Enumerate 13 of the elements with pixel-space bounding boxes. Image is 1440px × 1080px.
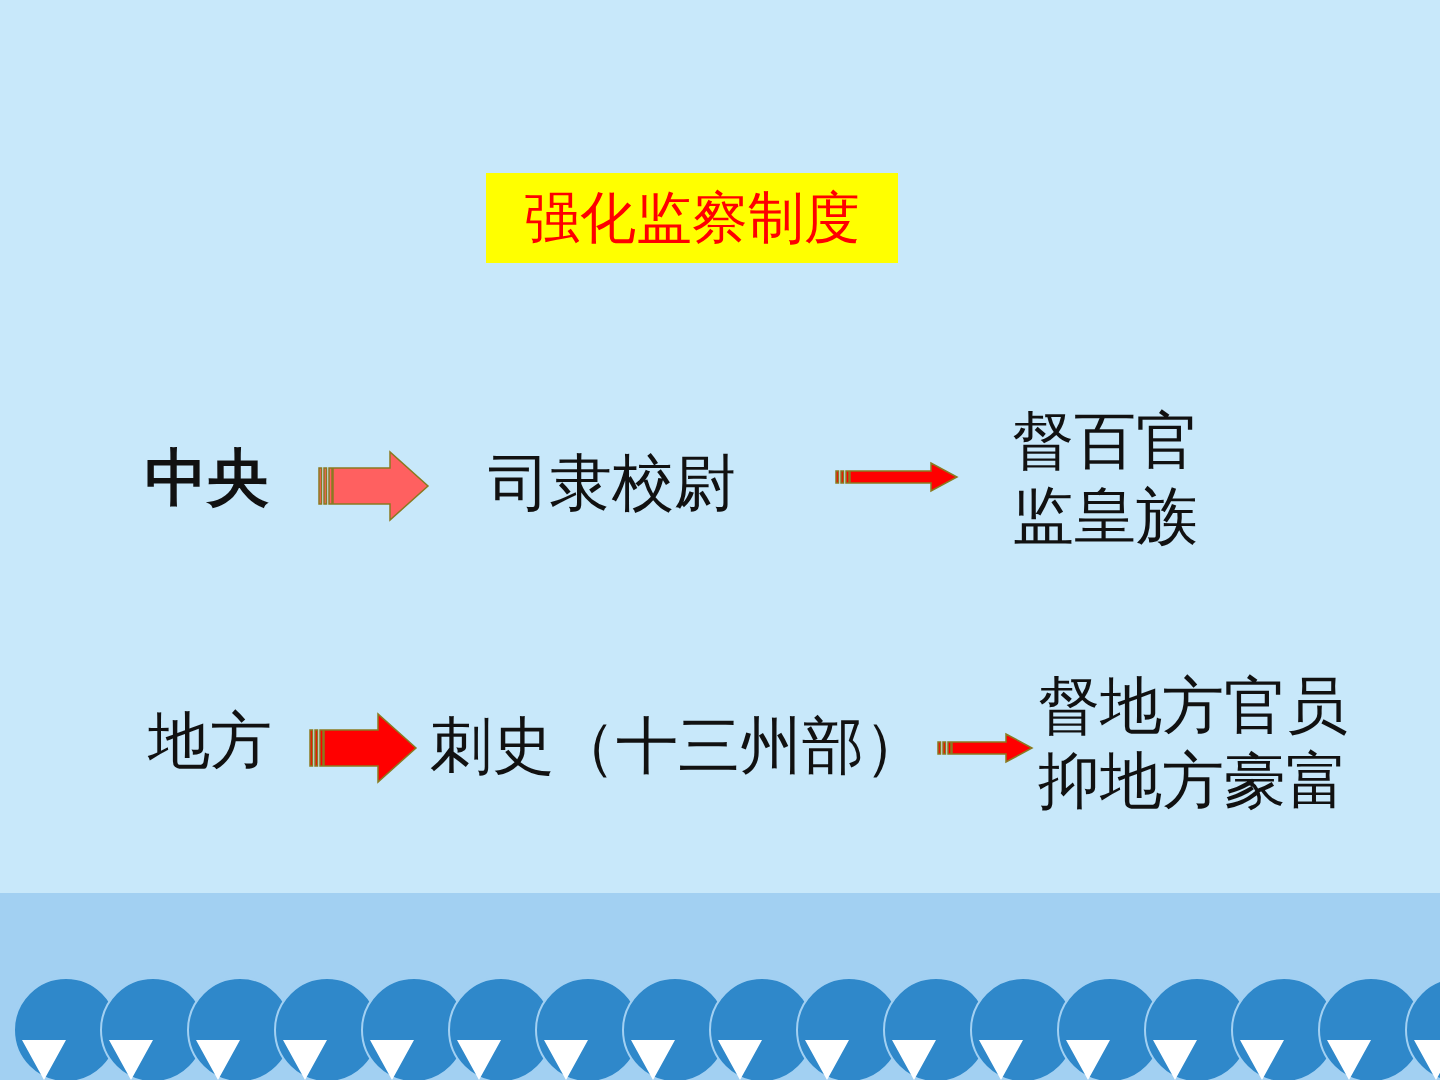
block-arrow — [318, 450, 430, 522]
block-arrow — [937, 732, 1034, 764]
label-text: 司隶校尉 — [488, 445, 736, 520]
label-text: 督地方官员 — [1038, 668, 1348, 743]
label-text: 抑地方豪富 — [1038, 743, 1348, 818]
block-arrow — [309, 712, 418, 784]
title-banner: 强化监察制度 — [486, 173, 898, 263]
label-text: 监皇族 — [1012, 478, 1198, 553]
block-arrow — [835, 461, 959, 493]
label-text: 刺史（十三州部） — [430, 708, 926, 783]
label-text: 督百官 — [1012, 403, 1198, 478]
label-text: 中央 — [145, 440, 269, 515]
label-text: 地方 — [148, 703, 272, 778]
